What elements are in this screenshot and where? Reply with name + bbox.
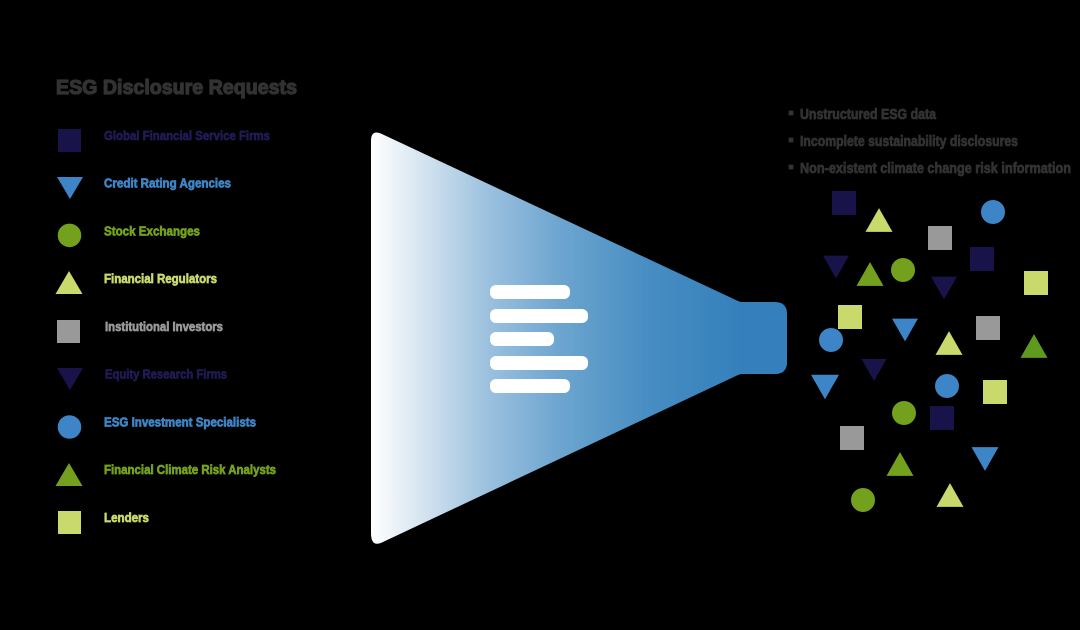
svg-text:ESG Investment Specialists: ESG Investment Specialists <box>104 414 256 429</box>
svg-text:Financial Regulators: Financial Regulators <box>104 271 217 286</box>
svg-text:Lenders: Lenders <box>104 510 149 525</box>
svg-text:Credit Rating Agencies: Credit Rating Agencies <box>104 176 231 191</box>
svg-text:Incomplete sustainability disc: Incomplete sustainability disclosures <box>800 133 1018 150</box>
svg-text:Equity Research Firms: Equity Research Firms <box>105 367 227 382</box>
svg-text:ESG Disclosure Requests: ESG Disclosure Requests <box>56 77 297 99</box>
svg-text:Global Financial Service Firms: Global Financial Service Firms <box>104 128 270 143</box>
svg-text:Stock Exchanges: Stock Exchanges <box>104 223 200 238</box>
svg-text:Non-existent climate change ri: Non-existent climate change risk informa… <box>800 160 1071 177</box>
svg-text:Financial Climate Risk Analyst: Financial Climate Risk Analysts <box>104 462 276 477</box>
svg-text:Unstructured ESG data: Unstructured ESG data <box>800 106 937 123</box>
svg-text:Institutional Investors: Institutional Investors <box>105 319 223 334</box>
